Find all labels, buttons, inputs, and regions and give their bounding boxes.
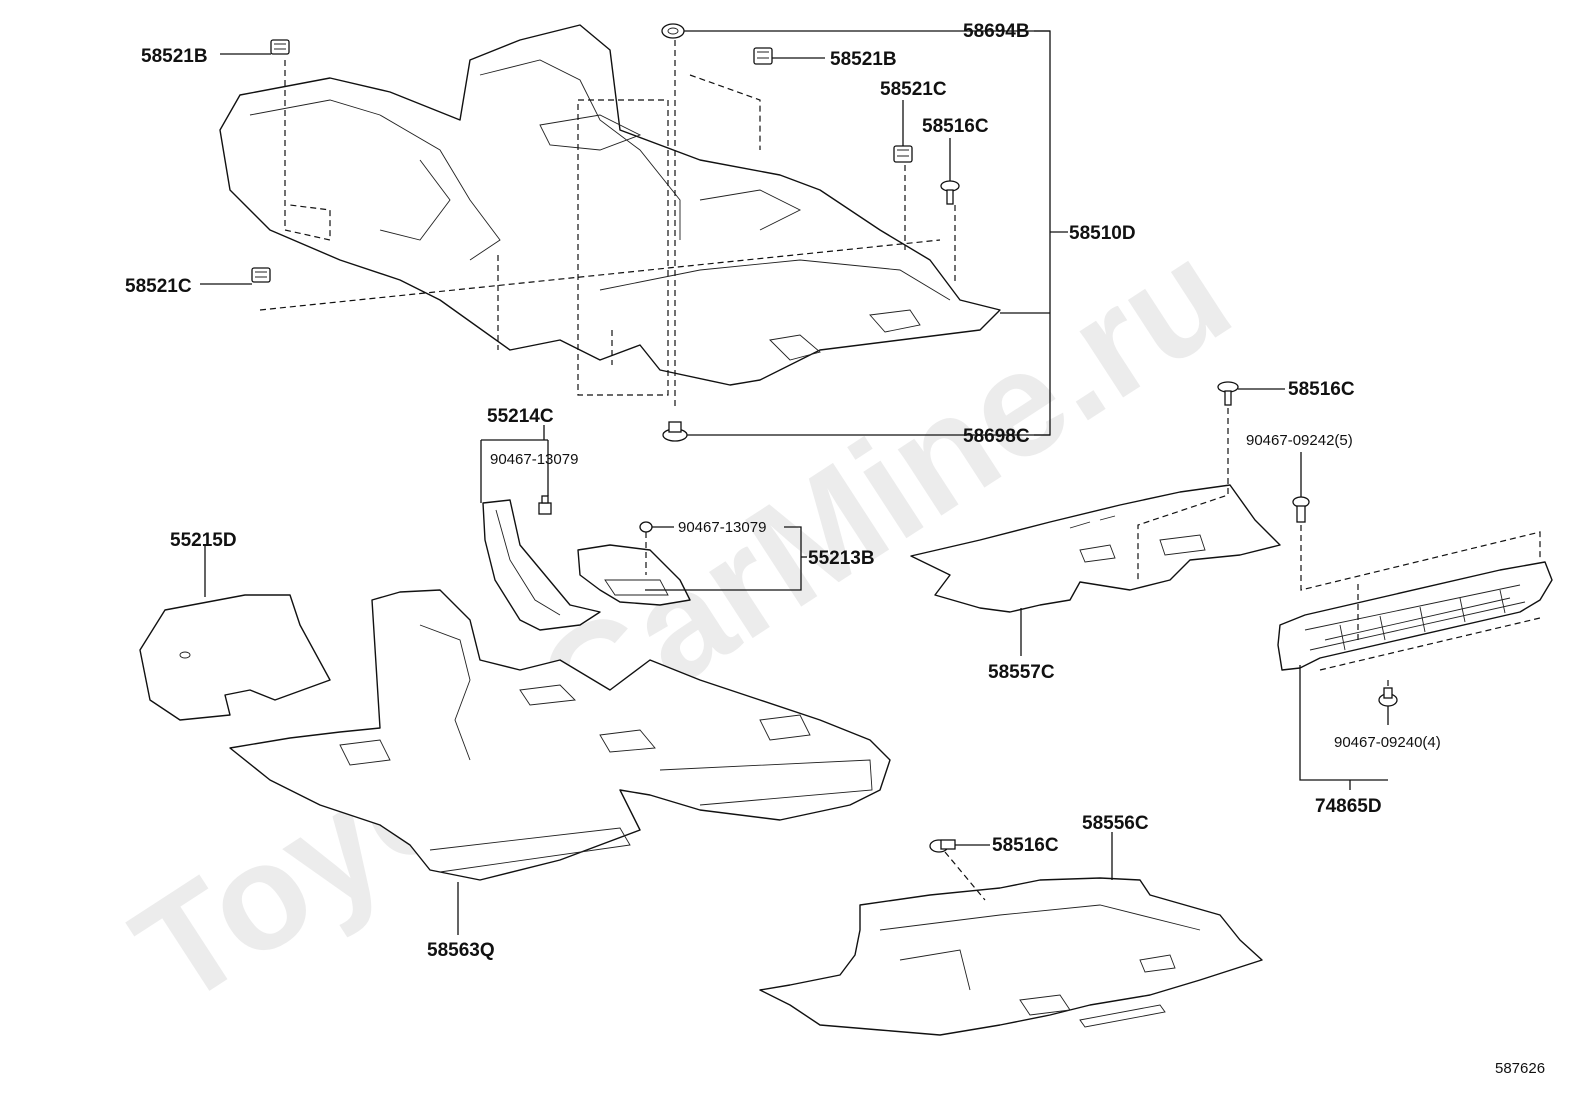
pad-55213B-leaders <box>645 526 807 591</box>
label-58694B: 58694B <box>963 21 1030 42</box>
label-55214C: 55214C <box>487 406 554 427</box>
bracket-55214C-leaders <box>480 425 549 503</box>
diagram-ref-number: 587626 <box>1495 1060 1545 1077</box>
label-74865D: 74865D <box>1315 796 1382 817</box>
carpet-leaders <box>200 30 1068 436</box>
silencer-58556C-leaders <box>944 832 1113 901</box>
pad-58557C[interactable] <box>910 484 1281 613</box>
pad-55215D[interactable] <box>139 594 331 721</box>
label-58516C-top: 58516C <box>922 116 989 137</box>
fastener-58516C-top[interactable] <box>940 180 960 205</box>
carpet-dashed-guides <box>259 40 956 410</box>
label-58510D: 58510D <box>1069 223 1136 244</box>
clip-90467-13079-b[interactable] <box>639 521 653 533</box>
label-58563Q: 58563Q <box>427 940 495 961</box>
silencer-58556C[interactable] <box>759 877 1263 1036</box>
label-90467-09240: 90467-09240(4) <box>1334 734 1441 751</box>
label-55215D: 55215D <box>170 530 237 551</box>
pad-58557C-leaders <box>1020 388 1285 656</box>
label-58556C: 58556C <box>1082 813 1149 834</box>
scuff-panel-74865D[interactable] <box>1277 561 1553 671</box>
fastener-58516C-right[interactable] <box>1217 381 1239 406</box>
fastener-58516C-bottom[interactable] <box>929 839 956 853</box>
label-58516C-bottom: 58516C <box>992 835 1059 856</box>
label-90467-13079-a: 90467-13079 <box>490 451 578 468</box>
clip-90467-09242[interactable] <box>1292 496 1310 523</box>
label-90467-13079-b: 90467-13079 <box>678 519 766 536</box>
label-58516C-right: 58516C <box>1288 379 1355 400</box>
clip-58521C-right[interactable] <box>893 145 913 163</box>
silencer-58563Q[interactable] <box>229 589 891 881</box>
label-58521B-right: 58521B <box>830 49 897 70</box>
floor-carpet-58510D[interactable] <box>219 24 1001 386</box>
clip-90467-13079-a[interactable] <box>538 495 552 515</box>
clip-90467-09240[interactable] <box>1378 687 1398 707</box>
clip-58521B-left[interactable] <box>270 39 290 55</box>
label-58557C: 58557C <box>988 662 1055 683</box>
label-90467-09242: 90467-09242(5) <box>1246 432 1353 449</box>
label-58521C-left: 58521C <box>125 276 192 297</box>
scuff-panel-74865D-leaders <box>1299 452 1541 790</box>
label-58521C-right: 58521C <box>880 79 947 100</box>
label-58521B-left: 58521B <box>141 46 208 67</box>
clip-58521C-left[interactable] <box>251 267 271 283</box>
clip-58521B-right[interactable] <box>753 47 773 65</box>
label-55213B: 55213B <box>808 548 875 569</box>
bracket-55214C[interactable] <box>482 499 601 631</box>
label-58698C: 58698C <box>963 426 1030 447</box>
grommet-58698C[interactable] <box>662 421 688 442</box>
grommet-58694B[interactable] <box>661 23 685 39</box>
